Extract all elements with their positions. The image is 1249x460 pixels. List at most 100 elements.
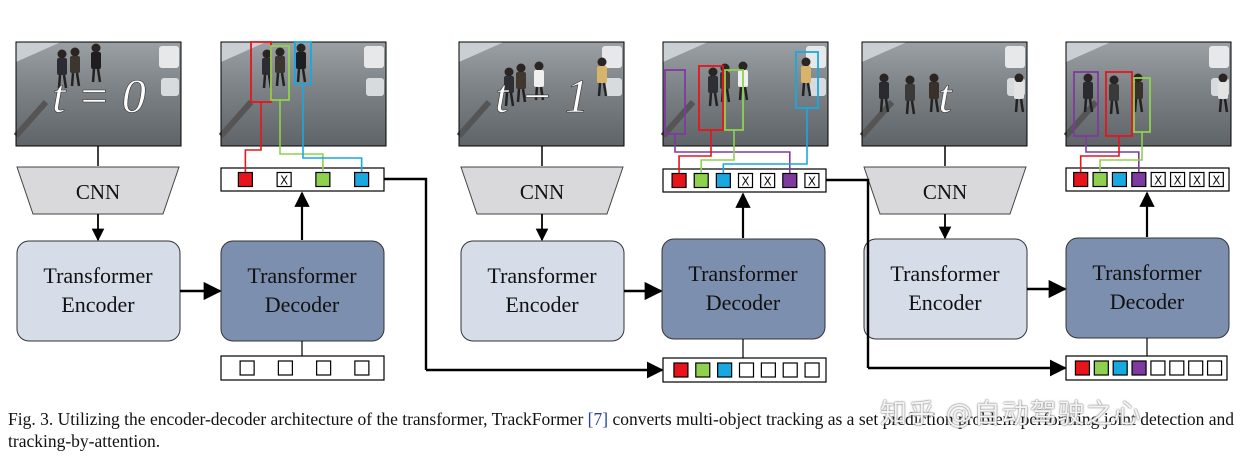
pedestrian-leg	[262, 74, 267, 89]
transformer-encoder	[16, 240, 181, 342]
pedestrian-leg	[280, 72, 286, 87]
pedestrian-body	[929, 82, 939, 99]
pedestrian	[1109, 75, 1120, 115]
storefront-area	[459, 42, 504, 62]
caption-reference-link[interactable]: [7]	[587, 409, 609, 429]
pedestrian-leg	[806, 82, 812, 97]
output-slot-bar	[1065, 167, 1230, 192]
transformer-encoder	[460, 240, 625, 342]
output-slot-none	[276, 171, 292, 188]
pedestrian-head	[70, 47, 80, 57]
curb-line	[660, 100, 696, 138]
pedestrian-leg	[905, 100, 910, 115]
pedestrian	[708, 67, 719, 107]
pedestrian-body	[516, 72, 526, 89]
parked-car	[602, 46, 622, 68]
input-frame	[859, 41, 1028, 147]
query-slot-empty	[239, 360, 255, 376]
time-label: t − 1	[495, 70, 589, 123]
pedestrian-body	[57, 58, 67, 75]
encoder-label-line2: Encoder	[505, 292, 579, 317]
encoder-label-line2: Encoder	[61, 292, 135, 317]
pedestrian	[516, 63, 527, 103]
track-connector-red	[1079, 136, 1120, 172]
curb-line	[218, 100, 254, 138]
pedestrian-leg	[1114, 100, 1120, 115]
pedestrian-head	[296, 43, 306, 53]
pedestrian-leg	[1218, 98, 1223, 113]
output-slot-blue	[354, 171, 370, 188]
query-slot-empty	[277, 360, 293, 376]
stage-3: tCNNTransformerEncoderTransformerDecoder…	[859, 41, 1232, 381]
decoder-label-line2: Decoder	[265, 292, 340, 317]
track-connector-green	[279, 100, 324, 172]
transformer-decoder	[661, 238, 826, 340]
pedestrian-body	[708, 76, 718, 93]
output-slot-green	[315, 171, 331, 188]
pedestrian-leg	[884, 98, 890, 113]
pedestrian-leg	[275, 72, 280, 87]
track-query-link-1-segment	[384, 177, 428, 370]
pedestrian-body	[879, 82, 889, 99]
pedestrian-head	[929, 73, 939, 83]
track-connector-purple	[1085, 136, 1140, 172]
pedestrian-leg	[910, 100, 916, 115]
photo-frame	[1065, 41, 1232, 147]
output-frame	[660, 41, 829, 147]
pedestrian-body	[70, 56, 80, 73]
pedestrian-head	[1109, 75, 1119, 85]
pedestrian-leg	[521, 88, 527, 103]
transformer-encoder	[863, 238, 1028, 340]
pedestrian-body	[905, 84, 915, 101]
pedestrian-leg	[504, 92, 509, 107]
pedestrian-leg	[929, 98, 934, 113]
parked-car	[161, 78, 179, 96]
caption-lead: Fig. 3. Utilizing the encoder-decoder ar…	[8, 409, 588, 429]
cnn-block	[16, 166, 180, 215]
track-connector-green	[700, 130, 735, 173]
pedestrian-leg	[91, 68, 96, 83]
parked-car	[808, 78, 826, 96]
output-slot-none	[1208, 171, 1224, 188]
pedestrian	[91, 43, 102, 83]
pedestrian-head	[262, 49, 272, 59]
output-slot-red	[237, 171, 253, 188]
storefront-area	[862, 42, 907, 62]
pedestrian-leg	[1014, 98, 1019, 113]
query-slot-green	[1093, 360, 1109, 376]
pedestrian	[929, 73, 940, 113]
query-slot-purple	[1131, 360, 1147, 376]
pedestrian	[70, 47, 81, 87]
cnn-label: CNN	[923, 180, 967, 204]
query-slot-empty	[804, 362, 820, 378]
no-object-mark: X	[280, 174, 288, 188]
storefront-area	[663, 42, 708, 62]
output-slot-red	[1073, 171, 1089, 188]
pedestrian-leg	[738, 86, 743, 101]
parked-car	[159, 46, 179, 68]
pedestrian-leg	[1133, 98, 1138, 113]
parked-car	[1209, 46, 1229, 68]
track-connector-red	[244, 102, 262, 172]
photo-background	[862, 42, 1027, 146]
pedestrian-leg	[602, 82, 608, 97]
photo-background	[1066, 42, 1231, 146]
output-slot-blue	[1111, 171, 1128, 188]
output-slot-purple	[782, 172, 798, 189]
pedestrian-body	[534, 70, 544, 87]
input-frame	[13, 41, 182, 147]
pedestrian-leg	[801, 82, 806, 97]
cnn-block	[863, 166, 1027, 215]
pedestrian-leg	[1088, 98, 1094, 113]
pedestrian-leg	[539, 86, 545, 101]
no-object-mark: X	[808, 175, 816, 189]
query-slot-empty	[316, 360, 332, 376]
pedestrian	[57, 49, 68, 89]
pedestrian-body	[91, 52, 101, 69]
curb-line	[456, 100, 492, 138]
decoder-label-line1: Transformer	[1092, 260, 1202, 285]
output-slot-purple	[1131, 171, 1147, 188]
parked-car	[1005, 46, 1025, 68]
pedestrian	[534, 61, 545, 101]
pedestrian	[879, 73, 890, 113]
